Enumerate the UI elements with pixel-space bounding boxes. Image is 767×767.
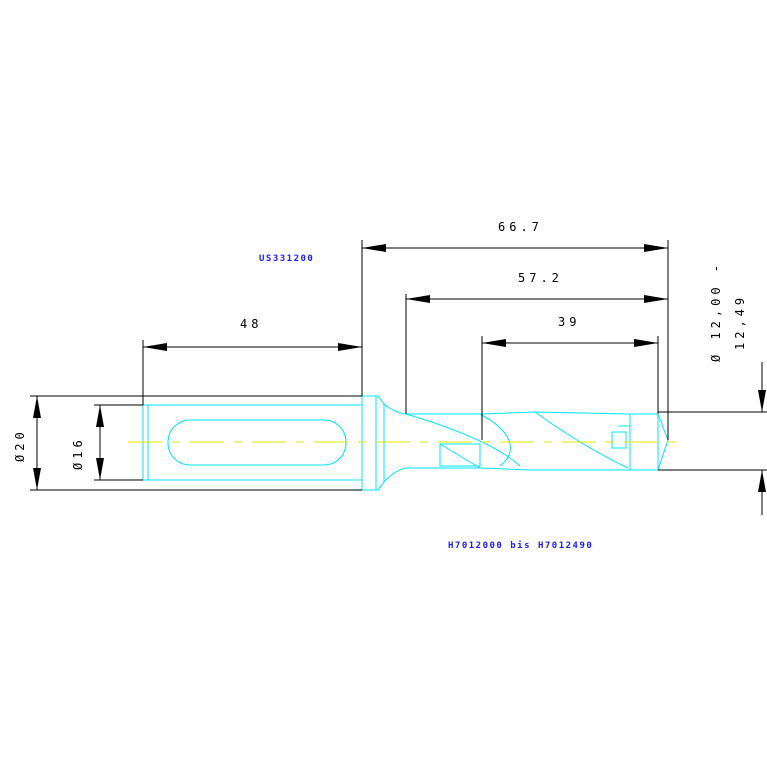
arrow-collar-bottom <box>33 468 41 490</box>
dim-flute-length: 39 <box>558 315 580 329</box>
flute-pocket <box>439 443 481 467</box>
dim-overall-length: 66.7 <box>498 220 543 234</box>
collar <box>361 395 385 491</box>
dim-collar-diameter: Ø20 <box>13 428 27 462</box>
arrow-mid-right <box>644 295 668 303</box>
dim-drill-diameter-line1: Ø 12,00 - <box>709 261 723 362</box>
insert-seat <box>611 431 627 449</box>
arrow-shank-left <box>143 343 167 351</box>
arrow-collar-top <box>33 396 41 418</box>
arrow-mid-left <box>406 295 430 303</box>
neck-lower <box>383 467 480 483</box>
neck-upper <box>383 403 480 415</box>
insert-codes-label: H7012000 bis H7012490 <box>448 540 593 551</box>
flute-spiral-3 <box>534 411 629 469</box>
arrow-shankdia-bottom <box>96 458 104 480</box>
insert-tip <box>657 413 669 471</box>
dim-shank-length: 48 <box>240 317 262 331</box>
arrow-overall-left <box>362 244 386 252</box>
flute-upper-edge <box>479 411 631 415</box>
dimension-lines <box>30 240 767 515</box>
dim-mid-length: 57.2 <box>518 271 563 285</box>
arrow-shankdia-top <box>96 405 104 427</box>
arrow-drill-top <box>758 390 766 412</box>
arrow-shank-right <box>338 343 362 351</box>
flute-lower-edge <box>479 467 630 471</box>
flute-spiral-1 <box>405 413 521 467</box>
flute-spiral-2 <box>439 443 481 469</box>
arrow-overall-right <box>644 244 668 252</box>
dim-shank-diameter: Ø16 <box>71 436 85 470</box>
arrow-drill-bottom <box>758 470 766 492</box>
flute-spiral-4 <box>479 413 511 467</box>
arrow-flute-right <box>634 339 658 347</box>
dim-drill-diameter-line2: 12,49 <box>733 294 747 350</box>
arrow-flute-left <box>482 339 506 347</box>
holder-code-label: US331200 <box>259 254 314 264</box>
